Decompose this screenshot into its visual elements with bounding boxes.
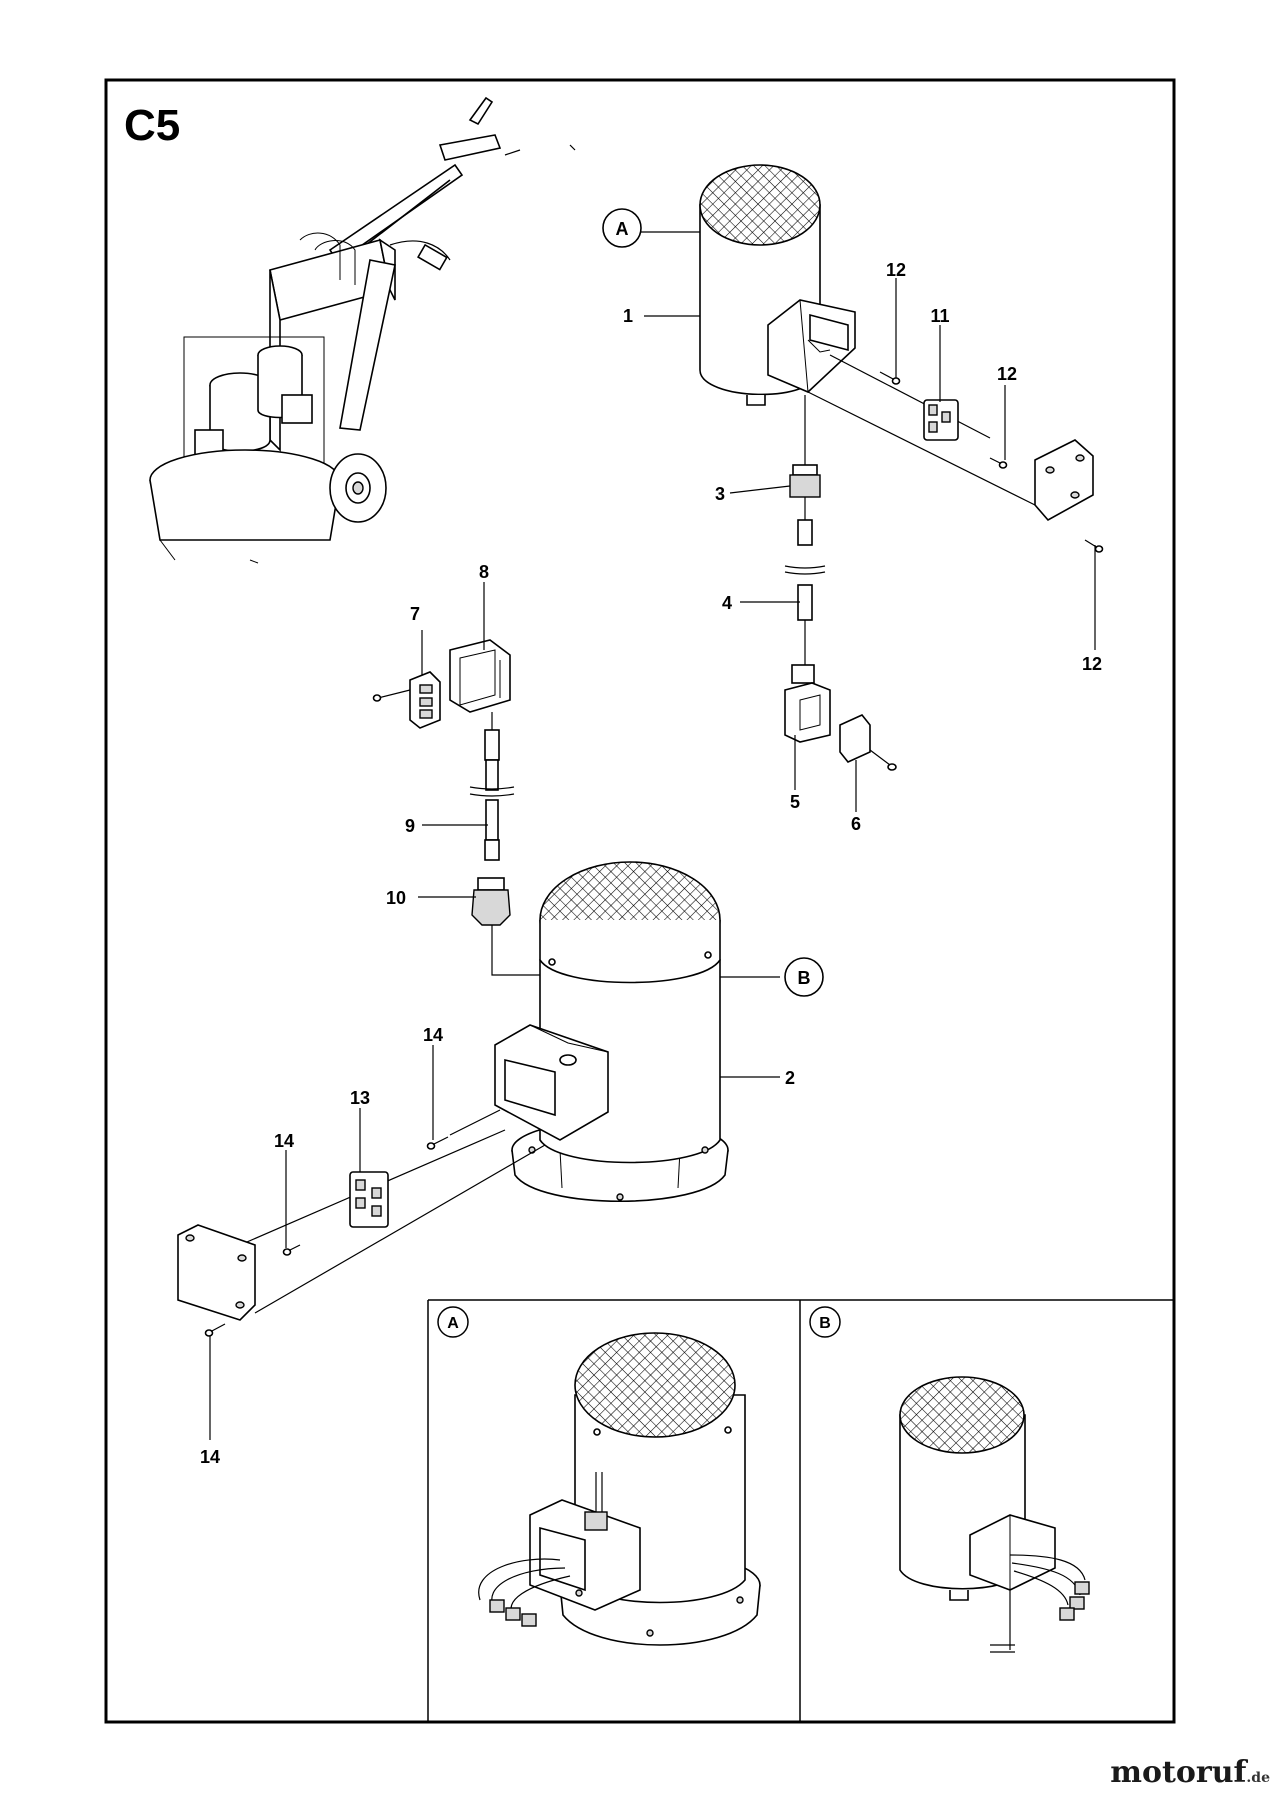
detail-b-motor-illustration [899,1376,1090,1653]
detail-a-motor-illustration [478,1332,761,1646]
part-label-14-bottom: 14 [200,1447,220,1467]
part-label-3: 3 [715,484,725,504]
detail-a-callout-text: A [447,1315,459,1332]
part-label-9: 9 [405,816,415,836]
part-label-14-left: 14 [274,1131,294,1151]
machine-overview-illustration [149,96,576,564]
callout-a-main-text: A [616,219,629,239]
watermark-main: motoruf [1110,1755,1247,1790]
motor-1-illustration [699,164,856,406]
detail-b-callout-text: B [819,1315,831,1332]
part-label-12-right: 12 [997,364,1017,384]
part-label-8: 8 [479,562,489,582]
detail-b-callout: B [809,1306,841,1338]
part-label-12-bottom: 12 [1082,654,1102,674]
drawing-frame [104,78,1176,1724]
part-label-13: 13 [350,1088,370,1108]
detail-a-callout: A [437,1306,469,1338]
connector-housing-5 [784,664,831,743]
screw-12-middle [989,457,1008,469]
screw-14-middle [282,1244,301,1256]
part-label-5: 5 [790,792,800,812]
callout-b-main: B [784,957,824,997]
part-label-11: 11 [930,306,949,326]
part-label-2: 2 [785,1068,795,1088]
screw-12-lower [1084,539,1104,553]
connector-insert-7 [372,671,441,729]
site-watermark: motoruf.de [1110,1755,1270,1790]
part-label-10: 10 [386,888,406,908]
connector-insert-6 [839,714,897,771]
screw-14-lower [204,1323,226,1337]
watermark-tld: .de [1246,1770,1270,1786]
part-label-12-top: 12 [886,260,906,280]
part-label-4: 4 [722,593,732,613]
detail-panels [427,1299,1174,1722]
cable-4 [784,519,826,621]
sheet-id: C5 [124,101,180,150]
terminal-block-11 [923,399,959,441]
callout-b-main-text: B [798,968,811,988]
motor-1-explosion-lines [804,354,1036,665]
cover-plate-motor-2 [177,1224,256,1321]
part-label-1: 1 [623,306,633,326]
motor-2-illustration [494,861,729,1203]
part-labels: 1 2 3 4 5 6 7 8 9 10 11 12 12 12 13 14 1… [200,260,1102,1467]
connector-housing-8 [449,639,511,713]
label-leaders [209,231,1096,1440]
cable-9 [469,712,515,861]
part-label-6: 6 [851,814,861,834]
cover-plate-motor-1 [1034,439,1094,522]
callout-a-main: A [602,208,642,248]
screw-14-upper [426,1136,449,1150]
part-label-14-top: 14 [423,1025,443,1045]
part-label-7: 7 [410,604,420,624]
terminal-block-13 [349,1171,389,1228]
cable-gland-10 [471,877,561,1015]
cable-gland-3 [789,464,821,498]
